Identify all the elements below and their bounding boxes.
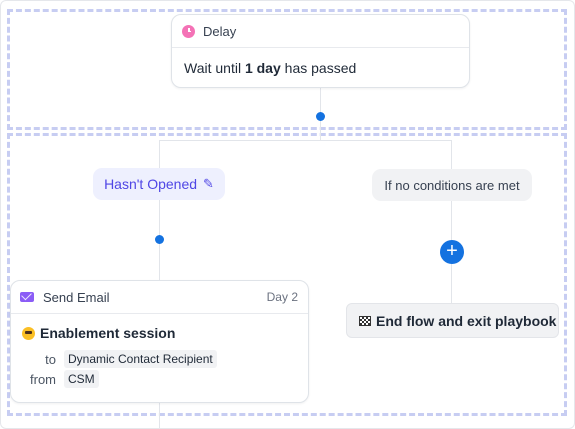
email-subject: Enablement session (11, 314, 308, 341)
connector-line (451, 140, 452, 169)
send-email-title: Send Email (43, 289, 110, 305)
connector-line (159, 140, 452, 141)
email-to-row: to Dynamic Contact Recipient (11, 349, 308, 369)
end-flow-label: End flow and exit playbook (376, 312, 557, 329)
clock-icon (182, 24, 195, 38)
send-email-header: Send Email Day 2 (11, 281, 308, 314)
branch-else-label: If no conditions are met (384, 177, 520, 193)
email-subject-text: Enablement session (40, 325, 176, 341)
delay-step-title: Delay (203, 23, 237, 39)
end-flow-step[interactable]: End flow and exit playbook (346, 303, 559, 338)
checkered-flag-icon (359, 315, 371, 326)
star-struck-emoji-icon (22, 326, 35, 340)
plus-icon: + (446, 240, 458, 262)
insert-step-dot[interactable] (316, 112, 325, 121)
delay-text-suffix: has passed (280, 60, 357, 76)
delay-text-prefix: Wait until (184, 60, 245, 76)
delay-step-description: Wait until 1 day has passed (172, 48, 469, 88)
email-from-row: from CSM (11, 369, 308, 389)
drop-zone-delay[interactable] (7, 9, 567, 130)
add-step-button[interactable]: + (440, 240, 464, 264)
branch-condition-label: Hasn't Opened (104, 176, 198, 192)
pencil-icon[interactable]: ✎ (203, 176, 214, 191)
connector-line (159, 403, 160, 428)
email-to-label: to (45, 351, 56, 367)
send-email-day-badge: Day 2 (266, 290, 298, 304)
send-email-step-card[interactable]: Send Email Day 2 Enablement session to D… (10, 280, 309, 403)
drop-zone-branches[interactable] (7, 133, 567, 416)
insert-step-dot[interactable] (155, 235, 164, 244)
delay-duration: 1 day (244, 60, 281, 76)
connector-line (159, 140, 160, 168)
email-from-sender-chip: CSM (64, 370, 99, 388)
branch-else[interactable]: If no conditions are met (372, 169, 532, 201)
delay-step-header: Delay (172, 15, 469, 48)
email-from-label: from (30, 371, 56, 387)
delay-step-card[interactable]: Delay Wait until 1 day has passed (171, 14, 470, 88)
branch-condition-hasnt-opened[interactable]: Hasn't Opened ✎ (93, 168, 225, 200)
email-to-recipient-chip: Dynamic Contact Recipient (64, 350, 217, 368)
envelope-icon (20, 292, 34, 302)
